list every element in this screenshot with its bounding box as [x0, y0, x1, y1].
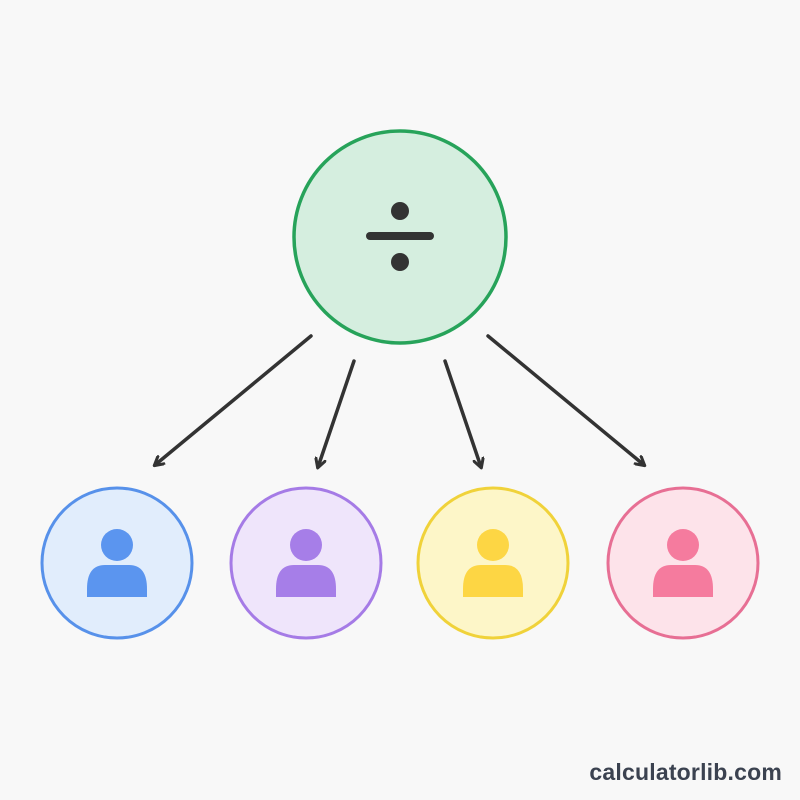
- arrow-to-person-3: [443, 359, 481, 467]
- person-node-4: [606, 486, 760, 640]
- person-icon: [653, 529, 713, 597]
- person-icon: [87, 529, 147, 597]
- arrow-to-person-1: [155, 334, 313, 465]
- person-icon: [463, 529, 523, 597]
- division-node: [292, 129, 508, 345]
- arrow-to-person-4: [486, 334, 644, 465]
- person-circle: [229, 486, 383, 640]
- person-circle: [40, 486, 194, 640]
- person-icon: [276, 529, 336, 597]
- person-circle: [416, 486, 570, 640]
- arrows: [155, 334, 644, 467]
- person-node-1: [40, 486, 194, 640]
- arrow-to-person-2: [318, 359, 356, 467]
- person-node-3: [416, 486, 570, 640]
- person-circle: [606, 486, 760, 640]
- person-node-2: [229, 486, 383, 640]
- watermark-text: calculatorlib.com: [589, 759, 782, 785]
- division-sign-icon: [366, 202, 434, 271]
